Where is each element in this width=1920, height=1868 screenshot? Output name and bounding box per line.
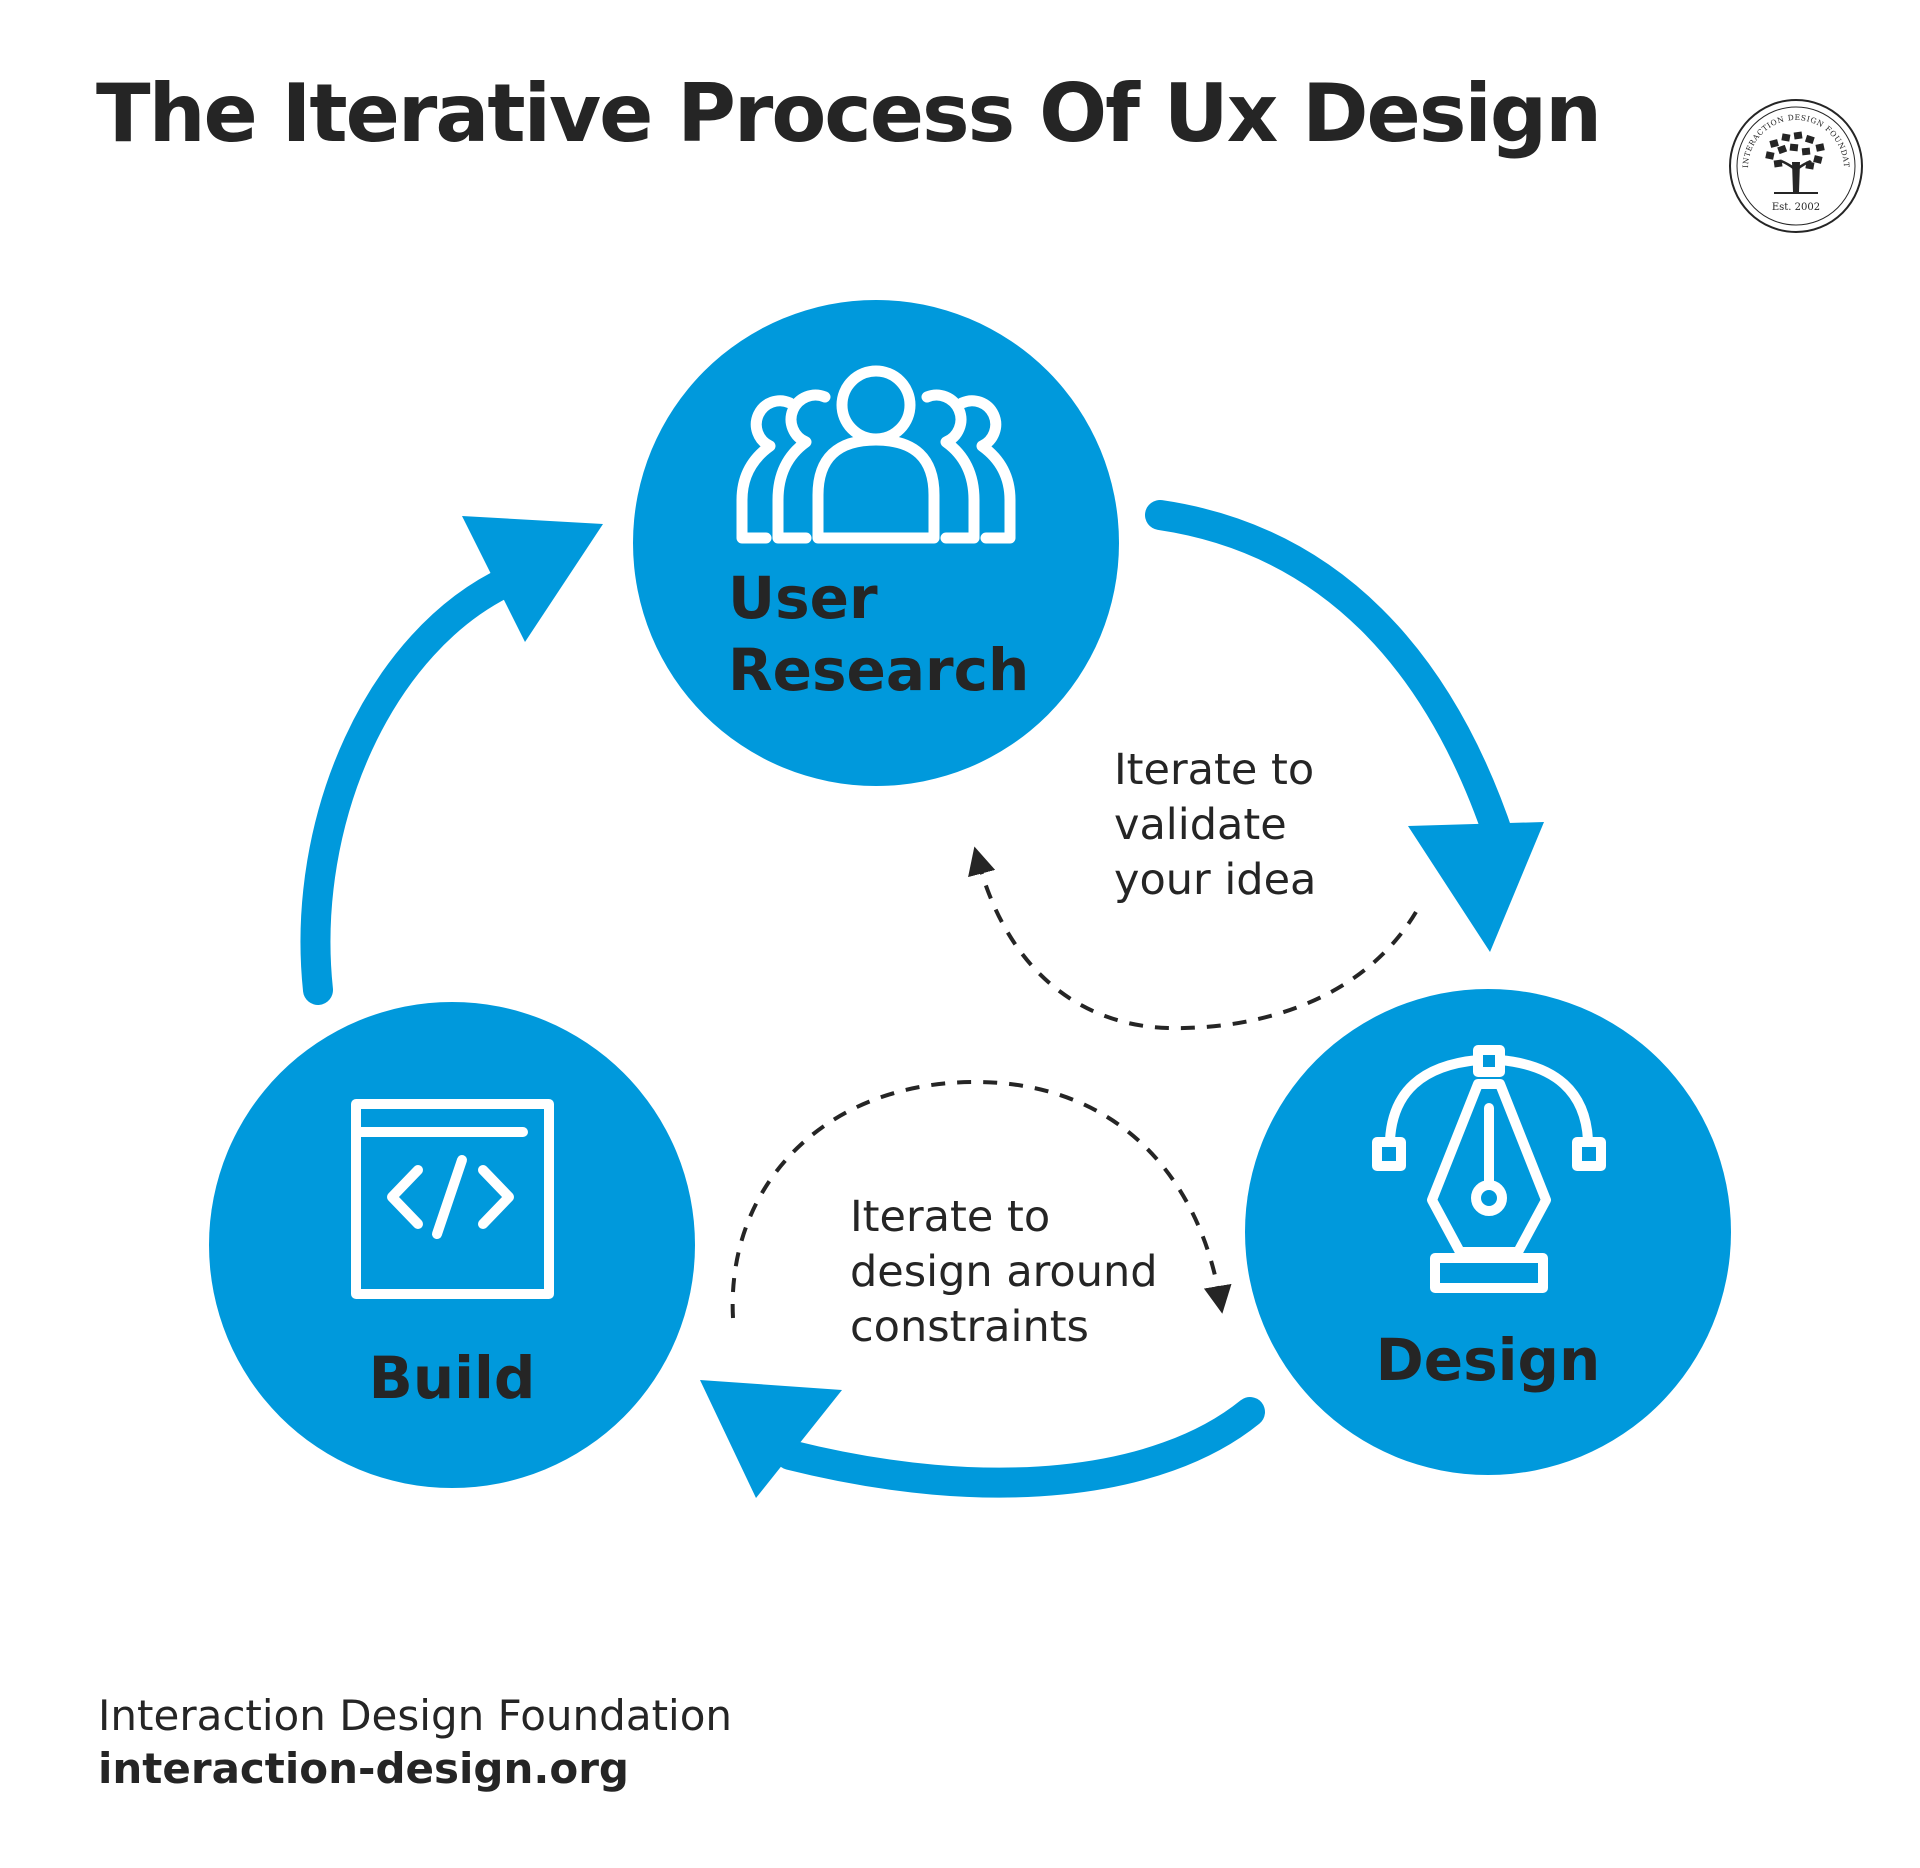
arrow-design-to-build (700, 1380, 1265, 1498)
code-window-icon (351, 1099, 554, 1299)
stage-label-build: Build (369, 1344, 536, 1412)
loop-label-validate: Iterate to validate your idea (1114, 745, 1316, 905)
loop-validate-line2: validate (1114, 800, 1287, 850)
footer: Interaction Design Foundation interactio… (98, 1690, 732, 1795)
pen-nib-bezier-icon (1372, 1045, 1606, 1293)
stage-label-user: User (728, 564, 878, 632)
logo-established: Est. 2002 (1772, 202, 1820, 213)
user-group-icon (736, 365, 1016, 544)
stage-user-research: User Research (633, 300, 1119, 786)
loop-constraints-line2: design around (850, 1247, 1158, 1297)
arrow-research-to-design (1145, 500, 1544, 952)
stage-design: Design (1245, 989, 1731, 1475)
tree-seal-icon (1765, 131, 1825, 194)
dashed-loop-arrow-validate (968, 846, 1418, 1031)
stage-label-research: Research (728, 636, 1029, 704)
loop-constraints-line3: constraints (850, 1302, 1089, 1352)
page-title: The Iterative Process Of Ux Design (96, 67, 1602, 160)
loop-validate-line1: Iterate to (1114, 745, 1314, 795)
footer-organization: Interaction Design Foundation (98, 1691, 733, 1740)
stage-build: Build (209, 1002, 695, 1488)
loop-constraints-line1: Iterate to (850, 1192, 1050, 1242)
idf-logo: INTERACTION DESIGN FOUNDATION Est. 2002 (1726, 96, 1863, 233)
footer-url[interactable]: interaction-design.org (98, 1743, 629, 1793)
loop-validate-line3: your idea (1114, 855, 1316, 905)
loop-label-constraints: Iterate to design around constraints (850, 1192, 1158, 1352)
stage-label-design: Design (1376, 1326, 1601, 1394)
dashed-loop-arrow-constraints (730, 1079, 1232, 1319)
arrow-build-to-research (300, 516, 603, 1005)
